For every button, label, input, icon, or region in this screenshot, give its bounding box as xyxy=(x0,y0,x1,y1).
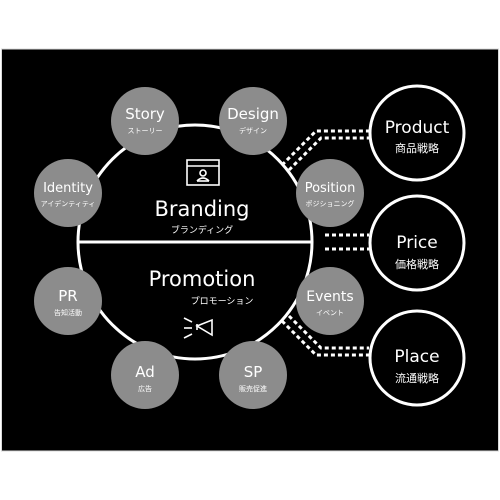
strategy-price-sub: 価格戦略 xyxy=(395,257,439,271)
node-sp-sub: 販売促進 xyxy=(239,384,267,393)
node-identity-circle xyxy=(34,159,102,227)
strategy-place-circle xyxy=(368,309,466,407)
node-position-circle xyxy=(296,159,364,227)
browser-profile-icon xyxy=(186,159,220,186)
node-pr-sub: 告知活動 xyxy=(54,308,82,317)
node-pr-circle xyxy=(34,267,102,335)
node-design-circle xyxy=(219,87,287,155)
strategy-product-label: Product xyxy=(385,118,450,138)
node-design: Design デザイン xyxy=(219,87,287,155)
node-events-sub: イベント xyxy=(316,309,344,317)
promotion-subtitle: プロモーション xyxy=(191,296,254,307)
strategy-product-circle xyxy=(368,84,466,182)
node-design-label: Design xyxy=(227,105,279,123)
strategy-price: Price 価格戦略 xyxy=(368,194,466,292)
strategy-price-circle xyxy=(368,194,466,292)
node-sp: SP 販売促進 xyxy=(219,341,287,409)
branding-title: Branding xyxy=(154,197,249,221)
strategy-product-sub: 商品戦略 xyxy=(395,141,439,155)
strategy-price-label: Price xyxy=(396,233,437,253)
node-story-label: Story xyxy=(125,105,165,123)
node-ad-circle xyxy=(111,341,179,409)
node-events: Events イベント xyxy=(296,267,364,335)
node-design-sub: デザイン xyxy=(239,126,267,135)
megaphone-icon xyxy=(183,317,213,339)
node-identity: Identity アイデンティティ xyxy=(34,159,102,227)
connector-events-place-inner xyxy=(287,314,369,350)
node-ad: Ad 広告 xyxy=(111,341,179,409)
connector-position-product xyxy=(280,129,369,167)
connector-events-place xyxy=(280,319,369,357)
node-story-circle xyxy=(111,87,179,155)
strategy-place: Place 流通戦略 xyxy=(368,309,466,407)
node-sp-label: SP xyxy=(244,363,263,381)
node-position: Position ポジショニング xyxy=(296,159,364,227)
node-identity-label: Identity xyxy=(43,181,93,196)
node-position-sub: ポジショニング xyxy=(306,199,355,208)
connector-position-product-inner xyxy=(287,136,369,172)
node-identity-sub: アイデンティティ xyxy=(41,199,96,208)
node-ad-sub: 広告 xyxy=(138,384,152,393)
strategy-place-sub: 流通戦略 xyxy=(395,371,439,385)
strategy-place-label: Place xyxy=(394,347,439,367)
node-sp-circle xyxy=(219,341,287,409)
promotion-title: Promotion xyxy=(149,267,256,291)
node-events-circle xyxy=(296,267,364,335)
node-pr: PR 告知活動 xyxy=(34,267,102,335)
node-story-sub: ストーリー xyxy=(128,127,163,135)
node-ad-label: Ad xyxy=(135,363,155,381)
node-story: Story ストーリー xyxy=(111,87,179,155)
node-position-label: Position xyxy=(305,181,356,196)
branding-subtitle: ブランディング xyxy=(171,224,233,236)
strategy-product: Product 商品戦略 xyxy=(368,84,466,182)
node-pr-label: PR xyxy=(58,287,77,305)
connectors xyxy=(280,129,369,357)
node-events-label: Events xyxy=(306,289,353,305)
